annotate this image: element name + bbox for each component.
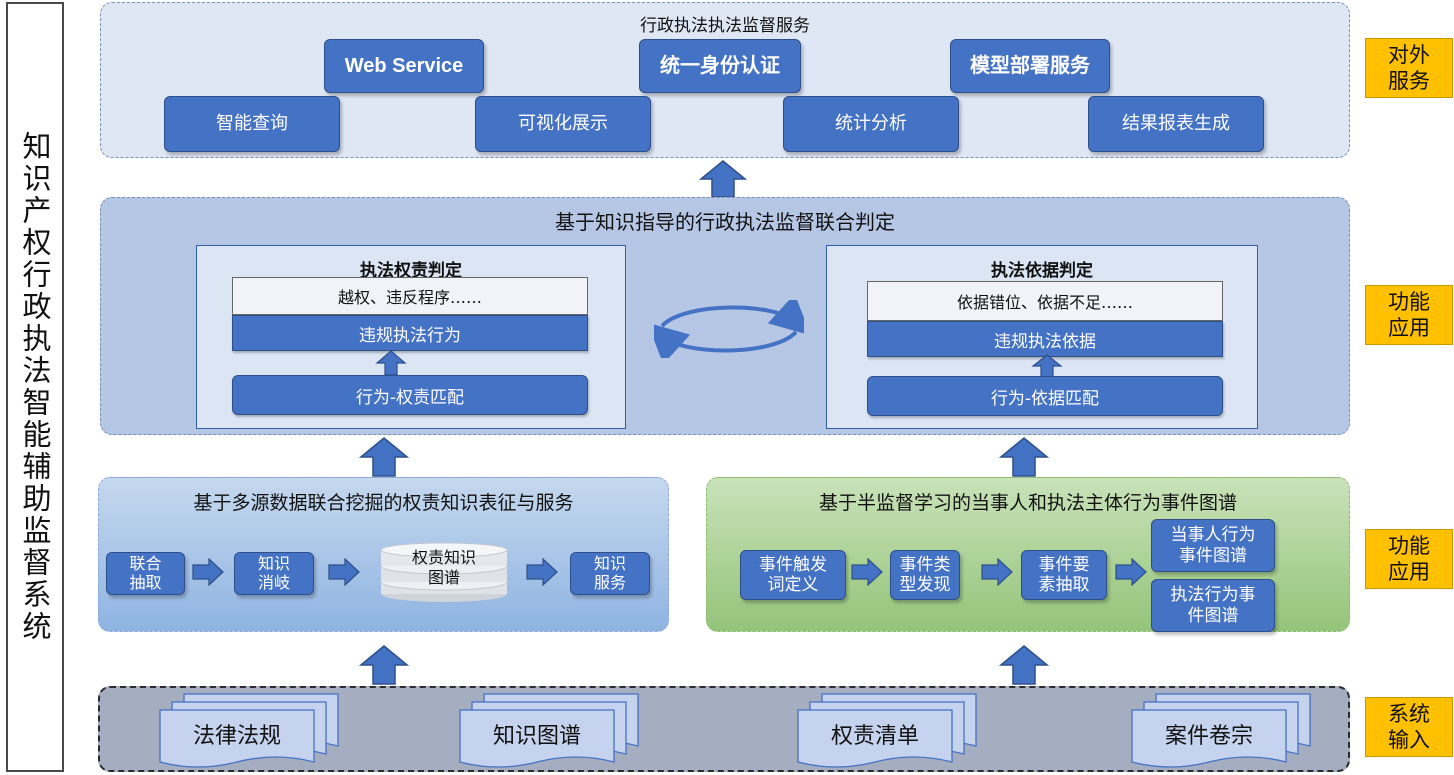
up-arrow-icon [699, 160, 747, 198]
cycle-icon [654, 300, 804, 358]
up-arrow-icon [999, 645, 1049, 685]
small-up-arrow-icon [1031, 354, 1063, 378]
smart-query-button[interactable]: 智能查询 [164, 96, 340, 152]
basis-judgment-box: 执法依据判定 依据错位、依据不足…… 违规执法依据 行为-依据匹配 [826, 245, 1258, 429]
right-arrow-icon [328, 558, 360, 586]
event-type-discovery-step[interactable]: 事件类 型发现 [890, 550, 960, 600]
knowledge-representation-title: 基于多源数据联合挖掘的权责知识表征与服务 [193, 492, 574, 514]
right-arrow-icon [851, 558, 883, 586]
event-element-extraction-step[interactable]: 事件要 素抽取 [1021, 550, 1107, 600]
right-arrow-icon [981, 558, 1013, 586]
right-arrow-icon [192, 558, 224, 586]
input-case-files: 案件卷宗 [1164, 724, 1253, 749]
model-deploy-button[interactable]: 模型部署服务 [950, 39, 1110, 93]
joint-extraction-step[interactable]: 联合 抽取 [106, 552, 185, 595]
knowledge-service-step[interactable]: 知识 服务 [570, 552, 650, 595]
illegal-enforcement-behavior[interactable]: 违规执法行为 [232, 315, 588, 351]
trigger-definition-step[interactable]: 事件触发 词定义 [740, 550, 846, 600]
system-title-box: 知识产权行政执法智能辅助监督系统 [6, 2, 64, 772]
party-event-graph[interactable]: 当事人行为 事件图谱 [1151, 519, 1275, 572]
up-arrow-icon [999, 437, 1049, 477]
database-icon [380, 542, 508, 602]
layer-label-input: 系统 输入 [1365, 697, 1453, 757]
small-up-arrow-icon [375, 350, 407, 376]
up-arrow-icon [359, 645, 409, 685]
responsibility-judgment-title: 执法权责判定 [360, 261, 462, 281]
report-generate-button[interactable]: 结果报表生成 [1088, 96, 1264, 152]
right-arrow-icon [526, 558, 558, 586]
event-graph-panel: 基于半监督学习的当事人和执法主体行为事件图谱 事件触发 词定义 事件类 型发现 … [706, 477, 1350, 632]
behavior-basis-match[interactable]: 行为-依据匹配 [867, 376, 1223, 416]
web-service-button[interactable]: Web Service [324, 39, 484, 93]
up-arrow-icon [359, 437, 409, 477]
input-responsibility-list: 权责清单 [830, 724, 919, 749]
joint-judgment-title: 基于知识指导的行政执法监督联合判定 [555, 210, 895, 234]
visual-display-button[interactable]: 可视化展示 [475, 96, 651, 152]
document-stack-icon [1131, 693, 1311, 768]
document-stack-icon [159, 693, 339, 768]
event-graph-title: 基于半监督学习的当事人和执法主体行为事件图谱 [818, 492, 1237, 514]
enforcement-event-graph[interactable]: 执法行为事 件图谱 [1151, 579, 1275, 632]
document-stack-icon [797, 693, 977, 768]
knowledge-representation-panel: 基于多源数据联合挖掘的权责知识表征与服务 联合 抽取 知识 消岐 权责知识 图谱… [98, 477, 669, 632]
right-arrow-icon [1115, 558, 1147, 586]
disambiguation-step[interactable]: 知识 消岐 [234, 552, 314, 595]
illegal-enforcement-basis[interactable]: 违规执法依据 [867, 321, 1223, 357]
basis-error-examples: 依据错位、依据不足…… [867, 281, 1223, 321]
input-laws: 法律法规 [192, 724, 281, 749]
layer-label-function-bottom: 功能 应用 [1365, 529, 1453, 589]
layer-label-external: 对外 服务 [1365, 38, 1453, 98]
system-title: 知识产权行政执法智能辅助监督系统 [18, 131, 52, 643]
external-service-title: 行政执法执法监督服务 [640, 16, 810, 36]
rights-knowledge-graph-label: 权责知识 图谱 [411, 548, 476, 587]
overreach-examples: 越权、违反程序…… [232, 277, 588, 315]
behavior-responsibility-match[interactable]: 行为-权责匹配 [232, 375, 588, 415]
layer-label-function-top: 功能 应用 [1365, 285, 1453, 345]
identity-auth-button[interactable]: 统一身份认证 [639, 39, 801, 93]
responsibility-judgment-box: 执法权责判定 越权、违反程序…… 违规执法行为 行为-权责匹配 [196, 245, 626, 429]
basis-judgment-title: 执法依据判定 [991, 261, 1093, 281]
joint-judgment-panel: 基于知识指导的行政执法监督联合判定 执法权责判定 越权、违反程序…… 违规执法行… [100, 197, 1350, 435]
external-service-panel: 行政执法执法监督服务 Web Service 统一身份认证 模型部署服务 智能查… [100, 2, 1350, 158]
statistics-button[interactable]: 统计分析 [783, 96, 959, 152]
document-stack-icon [459, 693, 639, 768]
input-knowledge-graph: 知识图谱 [492, 724, 581, 749]
